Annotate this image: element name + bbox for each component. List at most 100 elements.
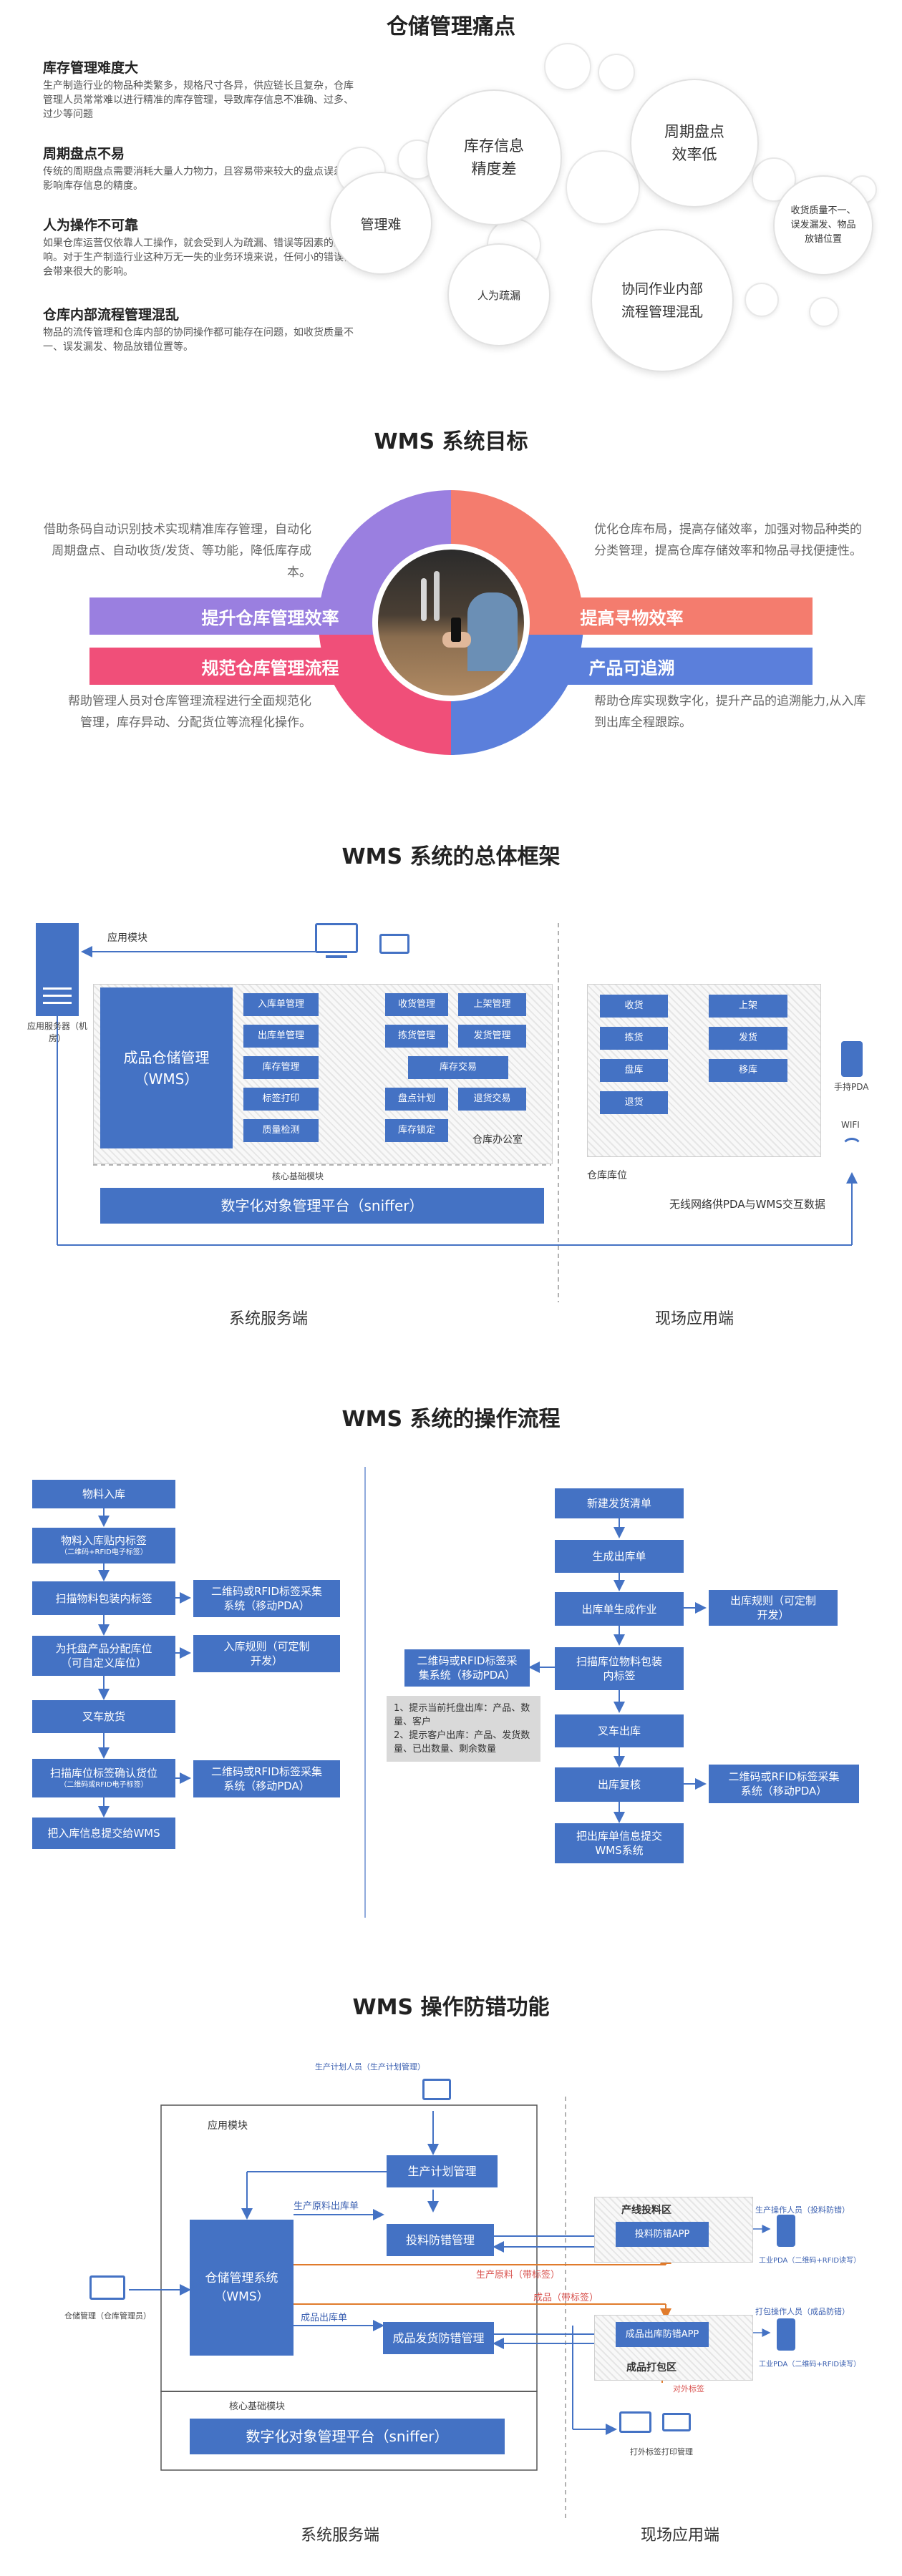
flow-right-step: 新建发货清单 xyxy=(555,1488,684,1518)
outbound-note: 1、提示当前托盘出库：产品、数量、客户 2、提示客户出库：产品、发货数量、已出数… xyxy=(387,1696,540,1762)
flow-right-step: 叉车出库 xyxy=(555,1714,684,1747)
section-title-pain-points: 仓储管理痛点 xyxy=(387,14,515,39)
pda-icon xyxy=(777,2215,795,2247)
flow-right-step: 出库复核 xyxy=(555,1767,684,1802)
pda-label: 工业PDA（二维码+RFID读写） xyxy=(759,2257,861,2265)
flow-right-step: 生成出库单 xyxy=(555,1540,684,1573)
office-item: 退货交易 xyxy=(458,1088,526,1111)
office-item: 拣货管理 xyxy=(385,1025,448,1048)
app-module-label: 应用模块 xyxy=(208,2120,248,2132)
flow-right-step: 扫描库位物料包装内标签 xyxy=(555,1647,684,1690)
pain-point-text: 如果仓库运营仅依靠人工操作，就会受到人为疏漏、错误等因素的影响。对于生产制造行业… xyxy=(43,238,354,278)
material-tag-label: 生产原料（带标签） xyxy=(476,2270,561,2280)
pda-icon xyxy=(841,1041,863,1077)
server-label: 应用服务器（机房） xyxy=(26,1021,87,1043)
section-title-framework: WMS 系统的总体框架 xyxy=(341,844,561,869)
print-mgmt-label: 打外标签打印管理 xyxy=(630,2447,693,2457)
office-item: 出库单管理 xyxy=(243,1025,319,1048)
feed-app: 投料防错APP xyxy=(616,2222,709,2247)
pain-point-head: 仓库内部流程管理混乱 xyxy=(43,307,180,323)
finished-goods-wms: 成品仓储管理（WMS） xyxy=(100,987,233,1148)
office-item: 发货管理 xyxy=(458,1025,526,1048)
pack-user-label: 打包操作人员（成品防错） xyxy=(755,2307,850,2316)
center-photo xyxy=(372,544,530,701)
flow-left-step: 物料入库 xyxy=(32,1480,175,1508)
pain-point-head: 库存管理难度大 xyxy=(43,60,139,76)
section-title-goals: WMS 系统目标 xyxy=(374,429,528,454)
computer-icon xyxy=(619,2411,651,2433)
feed-check: 投料防错管理 xyxy=(387,2224,494,2256)
printer-icon xyxy=(379,934,409,954)
bubble-receiving-quality: 收货质量不一、误发漏发、物品放错位置 xyxy=(773,175,873,275)
flow-right-side: 二维码或RFID标签采集系统（移动PDA） xyxy=(404,1649,530,1687)
warehouse-item: 移库 xyxy=(709,1059,787,1082)
office-item: 库存管理 xyxy=(243,1056,319,1079)
section-title-process: WMS 系统的操作流程 xyxy=(341,1407,561,1432)
office-label: 仓库办公室 xyxy=(472,1134,523,1146)
bubble-collaboration: 协同作业内部流程管理混乱 xyxy=(591,229,734,372)
server-side-label: 系统服务端 xyxy=(301,2527,380,2545)
flow-left-step: 扫描库位标签确认货位（二维码或RFID电子标签） xyxy=(32,1759,175,1797)
pain-point-head: 周期盘点不易 xyxy=(43,146,125,162)
product-tag-label: 成品（带标签） xyxy=(533,2293,599,2303)
field-side-label: 现场应用端 xyxy=(655,1310,734,1328)
warehouse-item: 收货 xyxy=(600,995,668,1018)
flow-left-step: 叉车放货 xyxy=(32,1700,175,1733)
warehouse-item: 拣货 xyxy=(600,1027,668,1050)
office-item: 盘点计划 xyxy=(385,1088,448,1111)
bubble-management-hard: 管理难 xyxy=(329,172,432,275)
office-item: 库存交易 xyxy=(408,1056,508,1079)
office-item: 标签打印 xyxy=(243,1088,319,1111)
warehouse-item: 发货 xyxy=(709,1027,787,1050)
line-area-label: 产线投料区 xyxy=(621,2205,671,2216)
office-item: 入库单管理 xyxy=(243,993,319,1016)
sniffer-platform: 数字化对象管理平台（sniffer） xyxy=(100,1188,544,1224)
warehouse-item: 上架 xyxy=(709,995,787,1018)
flow-right-side: 出库规则（可定制开发） xyxy=(709,1590,838,1626)
flow-left-side: 二维码或RFID标签采集系统（移动PDA） xyxy=(193,1760,340,1797)
section-title-error-proof: WMS 操作防错功能 xyxy=(352,1995,550,2020)
warehouse-item: 盘库 xyxy=(600,1059,668,1082)
core-module-label: 核心基础模块 xyxy=(272,1171,324,1181)
computer-icon xyxy=(422,2079,451,2100)
goal-desc-trace: 帮助仓库实现数字化，提升产品的追溯能力,从入库到出库全程跟踪。 xyxy=(594,694,866,730)
server-icon xyxy=(36,923,79,1016)
line-user-label: 生产操作人员（投料防错） xyxy=(755,2205,850,2215)
decorative-bubble xyxy=(544,43,591,90)
app-module-label: 应用模块 xyxy=(107,932,147,944)
flow-left-side: 二维码或RFID标签采集系统（移动PDA） xyxy=(193,1580,340,1617)
wifi-icon xyxy=(841,1138,863,1159)
decorative-bubble xyxy=(745,283,779,317)
goal-desc-search: 优化仓库布局，提高存储效率，加强对物品种类的分类管理，提高仓库存储效率和物品寻找… xyxy=(594,522,862,558)
bubble-human-error: 人为疏漏 xyxy=(447,243,551,346)
flow-right-step: 出库单生成作业 xyxy=(555,1592,684,1626)
flow-left-side: 入库规则（可定制开发） xyxy=(193,1635,340,1672)
wifi-label: WIFI xyxy=(841,1120,860,1130)
office-item: 质量检测 xyxy=(243,1119,319,1142)
ship-check: 成品发货防错管理 xyxy=(383,2322,494,2354)
flow-left-step: 把入库信息提交给WMS xyxy=(32,1818,175,1849)
plan-management: 生产计划管理 xyxy=(387,2155,498,2187)
pda-icon xyxy=(777,2318,795,2351)
pda-label: 手持PDA xyxy=(834,1082,869,1092)
material-out-label: 生产原料出库单 xyxy=(294,2201,359,2212)
product-out-label: 成品出库单 xyxy=(301,2313,348,2323)
server-side-label: 系统服务端 xyxy=(229,1310,309,1328)
field-side-label: 现场应用端 xyxy=(641,2527,720,2545)
plan-user-label: 生产计划人员（生产计划管理） xyxy=(315,2062,425,2072)
printer-icon xyxy=(662,2413,691,2431)
pack-area-label: 成品打包区 xyxy=(626,2362,676,2373)
flow-left-step: 为托盘产品分配库位（可自定义库位） xyxy=(32,1636,175,1676)
core-module-label: 核心基础模块 xyxy=(229,2401,286,2412)
ext-tag-label: 对外标签 xyxy=(673,2384,704,2394)
decorative-bubble xyxy=(566,150,640,225)
pain-point-text: 物品的流传管理和仓库内部的协同操作都可能存在问题，如收货质量不一、误发漏发、物品… xyxy=(43,327,354,353)
decorative-bubble xyxy=(598,54,635,91)
wh-user-label: 仓储管理（仓库管理员） xyxy=(64,2311,151,2321)
flow-left-step: 扫描物料包装内标签 xyxy=(32,1581,175,1615)
computer-icon xyxy=(315,923,358,953)
bubble-cycle-count: 周期盘点效率低 xyxy=(630,79,759,208)
